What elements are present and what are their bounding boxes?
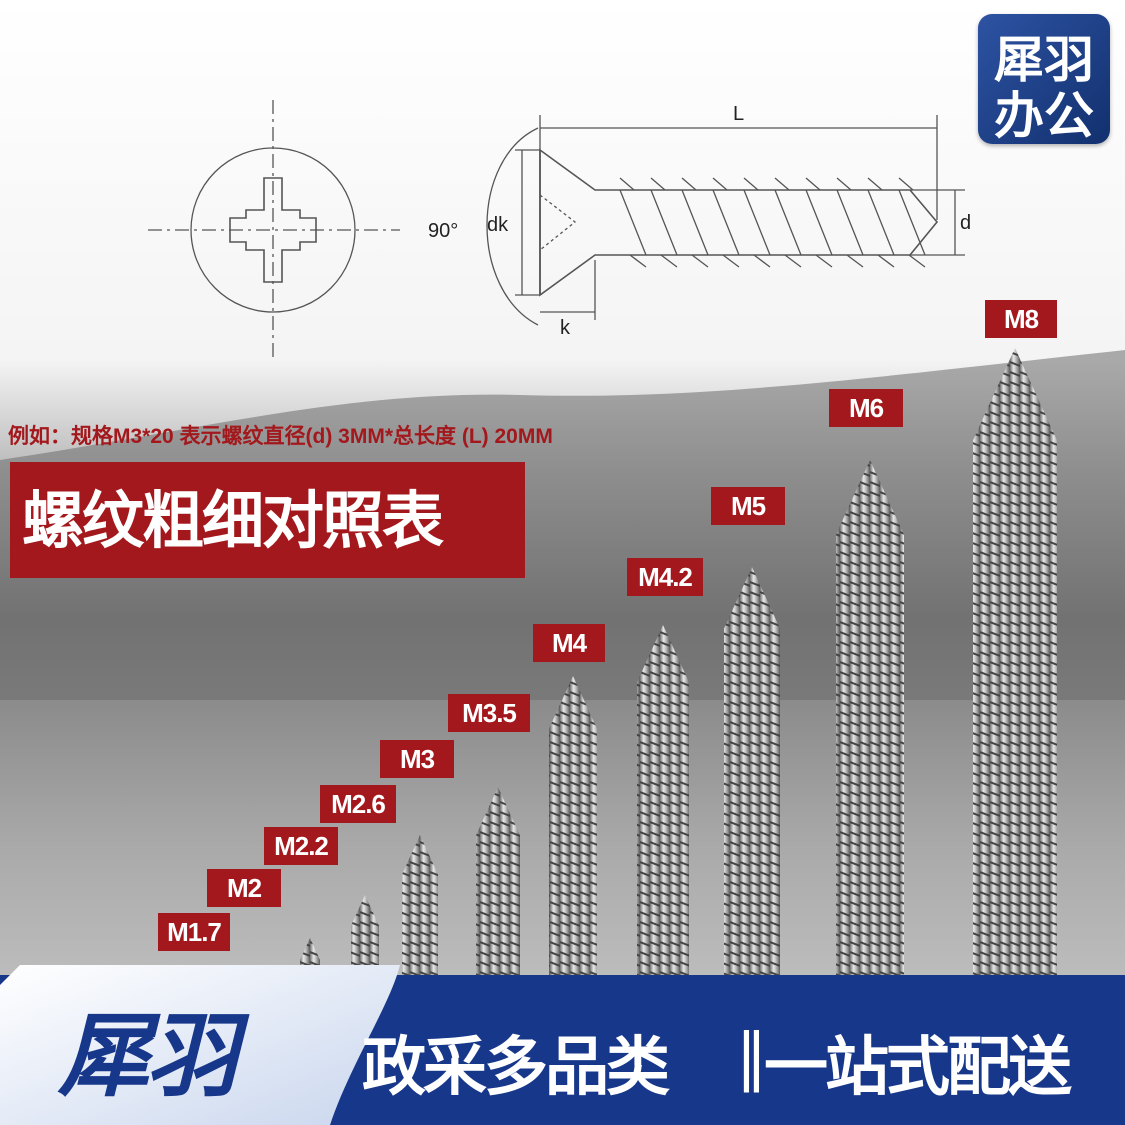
size-badge-m4: M4 (533, 624, 605, 662)
size-badge-m2-6: M2.6 (320, 785, 396, 823)
screw-3 (402, 835, 438, 980)
head-height-label: k (560, 317, 570, 339)
logo-line-2: 办公 (994, 87, 1094, 145)
footer-brand-logo: 犀羽 (58, 1003, 238, 1110)
screw-8 (836, 460, 904, 980)
phillips-cross (229, 177, 317, 283)
size-badge-m2: M2 (207, 869, 281, 907)
diagram-thread (712, 177, 740, 268)
diagram-thread (681, 177, 709, 268)
size-badge-m4-2: M4.2 (627, 558, 703, 596)
size-badge-m8: M8 (985, 300, 1057, 338)
length-label: L (733, 103, 745, 125)
footer-brand-panel (0, 965, 400, 1125)
size-badge-m2-2: M2.2 (264, 827, 338, 865)
diagram-thread (774, 177, 802, 268)
page-title: 螺纹粗细对照表 (22, 484, 444, 557)
screw-4 (476, 787, 520, 980)
head-diameter-label: dk (487, 214, 509, 236)
size-badge-m5: M5 (711, 487, 785, 525)
screw-6 (637, 625, 689, 980)
screw-dimension-diagram (148, 100, 965, 360)
diagram-thread (805, 177, 833, 268)
diagram-thread (867, 177, 895, 268)
size-badge-m3: M3 (380, 740, 454, 778)
screw-7 (724, 567, 780, 980)
size-badge-m6: M6 (829, 389, 903, 427)
logo-line-1: 犀羽 (994, 31, 1094, 89)
slogan-right: 一站式配送 (764, 1031, 1072, 1105)
spec-example-text: 例如：规格M3*20 表示螺纹直径(d) 3MM*总长度 (L) 20MM (8, 425, 553, 448)
slogan-left: 政采多品类 (362, 1031, 670, 1105)
angle-label: 90° (428, 220, 459, 242)
screw-5 (549, 676, 597, 980)
slogan-divider: ‖ (736, 1020, 767, 1093)
screw-9 (973, 348, 1057, 980)
diagram-thread (898, 177, 926, 268)
diagram-thread (650, 177, 678, 268)
diagram-thread (836, 177, 864, 268)
screw-2 (351, 895, 379, 980)
diagram-thread (619, 177, 647, 268)
size-badge-m1-7: M1.7 (158, 913, 230, 951)
size-badge-m3-5: M3.5 (448, 694, 530, 732)
title-banner (10, 462, 525, 578)
diagram-thread (743, 177, 771, 268)
brand-logo-badge (978, 14, 1110, 144)
thread-diameter-label: d (960, 212, 972, 234)
